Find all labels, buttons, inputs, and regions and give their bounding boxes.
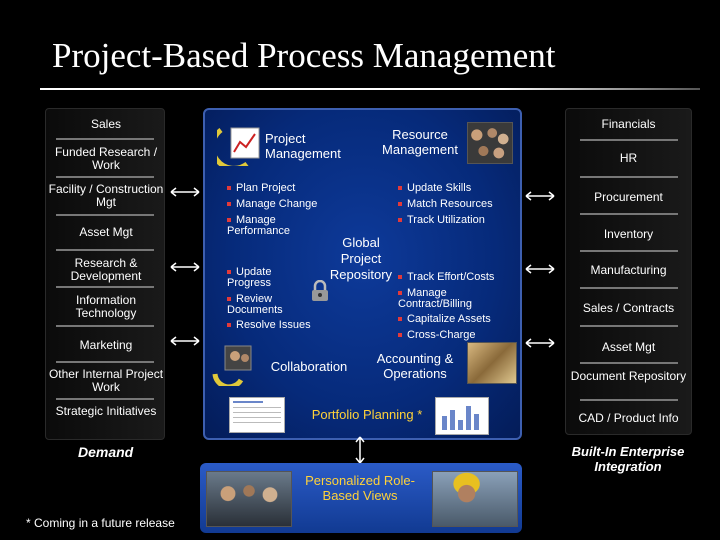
integration-label: Built-In Enterprise Integration bbox=[571, 444, 685, 474]
rm-bullet-match: Match Resources bbox=[398, 199, 493, 210]
left-item-asset-mgt: Asset Mgt bbox=[79, 225, 133, 239]
double-arrow-icon bbox=[170, 336, 200, 346]
team-photo bbox=[206, 471, 292, 527]
right-item-sales-contracts: Sales / Contracts bbox=[582, 301, 675, 315]
portfolio-planning-label: Portfolio Planning * bbox=[311, 407, 423, 422]
left-divider bbox=[56, 176, 154, 178]
right-item-hr: HR bbox=[619, 151, 638, 165]
worker-photo bbox=[432, 471, 518, 527]
double-arrow-icon bbox=[525, 338, 555, 348]
right-item-manufacturing: Manufacturing bbox=[590, 263, 667, 277]
collab-bullet-documents: Review Documents bbox=[227, 293, 283, 316]
chart-icon bbox=[217, 127, 260, 166]
collaboration-icon bbox=[212, 345, 252, 386]
pm-bullet-performance: Manage Performance bbox=[227, 214, 290, 237]
right-divider bbox=[580, 176, 678, 178]
resource-management-label: Resource Management bbox=[382, 127, 458, 157]
demand-label: Demand bbox=[78, 444, 134, 460]
right-item-cad-product-info: CAD / Product Info bbox=[578, 411, 679, 425]
acct-bullet-cross-charge: Cross-Charge bbox=[398, 330, 475, 341]
right-divider bbox=[580, 325, 678, 327]
right-divider bbox=[580, 399, 678, 401]
left-divider bbox=[56, 214, 154, 216]
left-divider bbox=[56, 286, 154, 288]
acct-bullet-effort: Track Effort/Costs bbox=[398, 272, 494, 283]
right-item-asset-mgt: Asset Mgt bbox=[601, 340, 656, 354]
right-divider bbox=[580, 362, 678, 364]
right-divider bbox=[580, 213, 678, 215]
double-arrow-icon bbox=[170, 262, 200, 272]
left-item-strategic-initiatives: Strategic Initiatives bbox=[55, 404, 157, 418]
global-repository-label: Global Project Repository bbox=[329, 235, 393, 282]
documents-photo bbox=[467, 342, 517, 384]
personalized-views-band: Personalized Role-Based Views bbox=[200, 463, 522, 533]
left-divider bbox=[56, 138, 154, 140]
footnote: * Coming in a future release bbox=[26, 516, 175, 530]
collab-bullet-progress: Update Progress bbox=[227, 266, 272, 289]
right-item-procurement: Procurement bbox=[594, 190, 663, 204]
left-divider bbox=[56, 361, 154, 363]
double-arrow-icon bbox=[170, 187, 200, 197]
left-divider bbox=[56, 249, 154, 251]
left-item-facility: Facility / Construction Mgt bbox=[48, 182, 164, 209]
rm-bullet-utilization: Track Utilization bbox=[398, 215, 485, 226]
right-divider bbox=[580, 139, 678, 141]
accounting-operations-label: Accounting & Operations bbox=[376, 351, 454, 381]
page-title: Project-Based Process Management bbox=[52, 36, 556, 75]
double-arrow-icon bbox=[525, 264, 555, 274]
vertical-arrow-icon bbox=[355, 436, 365, 464]
left-divider bbox=[56, 398, 154, 400]
right-divider bbox=[580, 287, 678, 289]
left-item-marketing: Marketing bbox=[79, 338, 133, 352]
left-item-research-development: Research & Development bbox=[70, 256, 142, 283]
right-divider bbox=[580, 250, 678, 252]
project-management-label: Project Management bbox=[265, 131, 341, 161]
chart-thumbnail bbox=[435, 397, 489, 435]
left-divider bbox=[56, 325, 154, 327]
left-item-information-technology: Information Technology bbox=[75, 293, 137, 320]
center-panel: Project Management Resource Management P… bbox=[203, 108, 522, 440]
portfolio-thumbnail bbox=[229, 397, 285, 433]
acct-bullet-contract: Manage Contract/Billing bbox=[398, 287, 472, 310]
left-item-other-internal: Other Internal Project Work bbox=[48, 367, 164, 394]
right-item-document-repository: Document Repository bbox=[570, 369, 687, 383]
pm-bullet-plan: Plan Project bbox=[227, 183, 295, 194]
collaboration-label: Collaboration bbox=[270, 359, 348, 374]
demand-column: Sales Funded Research / Work Facility / … bbox=[45, 108, 165, 440]
left-item-sales: Sales bbox=[90, 117, 122, 131]
people-photo bbox=[467, 122, 513, 164]
right-item-financials: Financials bbox=[601, 117, 656, 131]
acct-bullet-capitalize: Capitalize Assets bbox=[398, 314, 491, 325]
right-item-inventory: Inventory bbox=[603, 227, 654, 241]
personalized-views-label: Personalized Role-Based Views bbox=[305, 473, 415, 503]
integration-column: Financials HR Procurement Inventory Manu… bbox=[565, 108, 692, 435]
collab-bullet-issues: Resolve Issues bbox=[227, 320, 311, 331]
title-divider bbox=[40, 88, 700, 90]
double-arrow-icon bbox=[525, 191, 555, 201]
rm-bullet-skills: Update Skills bbox=[398, 183, 471, 194]
lock-icon bbox=[312, 280, 328, 301]
pm-bullet-change: Manage Change bbox=[227, 199, 317, 210]
left-item-funded-research: Funded Research / Work bbox=[54, 145, 158, 172]
